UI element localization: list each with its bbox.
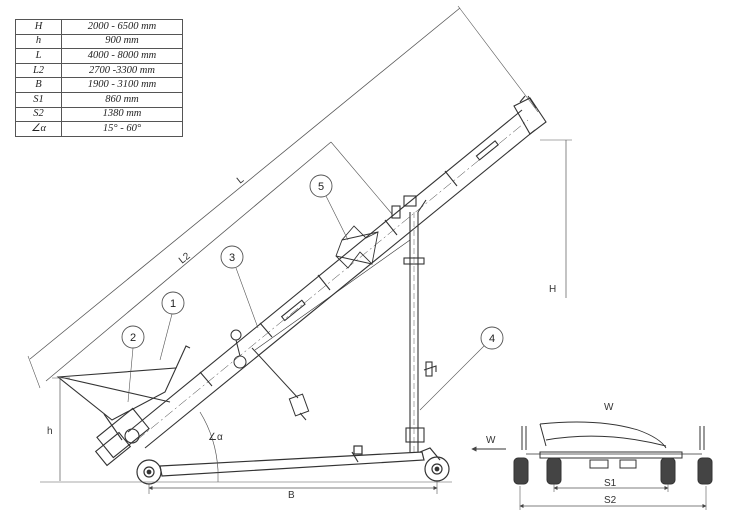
dimension-B: B [148, 480, 438, 501]
label-alpha: ∠α [208, 432, 223, 443]
callout-2: 2 [121, 325, 145, 403]
support-mast [391, 195, 437, 452]
label-h: h [47, 426, 53, 437]
callout-1: 1 [159, 291, 185, 361]
rear-view-wheel-right-outer [697, 457, 713, 485]
callout-4: 4 [419, 326, 504, 411]
label-B: B [288, 490, 295, 501]
rear-view-wheel-left-inner [546, 457, 562, 485]
spec-value: 15° - 60° [61, 121, 183, 137]
callout-number: 4 [489, 333, 495, 345]
callout-number: 2 [130, 332, 136, 344]
spec-param: ∠α [15, 121, 62, 137]
intake-hopper [56, 345, 191, 459]
callout-number: 1 [170, 298, 176, 310]
callout-5: 5 [309, 174, 349, 241]
rear-view: W S1 S2 [513, 402, 713, 510]
auger-tube [127, 109, 536, 449]
front-wheel [419, 447, 450, 482]
rear-view-wheel-right-inner [660, 457, 676, 485]
dimension-L: L [27, 5, 539, 389]
dimension-S2: S2 [519, 486, 707, 510]
label-W-rear: W [604, 402, 614, 413]
chassis [159, 445, 425, 477]
dimension-L2: L2 [45, 141, 393, 382]
hopper-profile [539, 421, 667, 449]
side-view: L L2 [27, 5, 572, 501]
label-W-front: W [486, 435, 496, 446]
rear-view-wheel-left-outer [513, 457, 529, 485]
direction-W: W [471, 435, 506, 452]
rear-frame [539, 451, 683, 459]
label-H: H [549, 284, 556, 295]
dimension-h: h [47, 377, 70, 481]
dimension-S1: S1 [553, 478, 669, 492]
label-S2: S2 [604, 495, 617, 506]
label-L2: L2 [177, 251, 193, 267]
dimension-H: H [540, 139, 572, 298]
label-S1: S1 [604, 478, 617, 489]
callout-number: 5 [318, 181, 324, 193]
callout-number: 3 [229, 252, 235, 264]
winch [230, 329, 310, 421]
motor [94, 431, 132, 467]
callout-3: 3 [220, 245, 259, 329]
label-L: L [235, 174, 247, 186]
rear-wheel [136, 459, 162, 485]
strut [254, 239, 411, 351]
angle-alpha: ∠α [199, 411, 223, 482]
discharge-head [513, 95, 547, 135]
